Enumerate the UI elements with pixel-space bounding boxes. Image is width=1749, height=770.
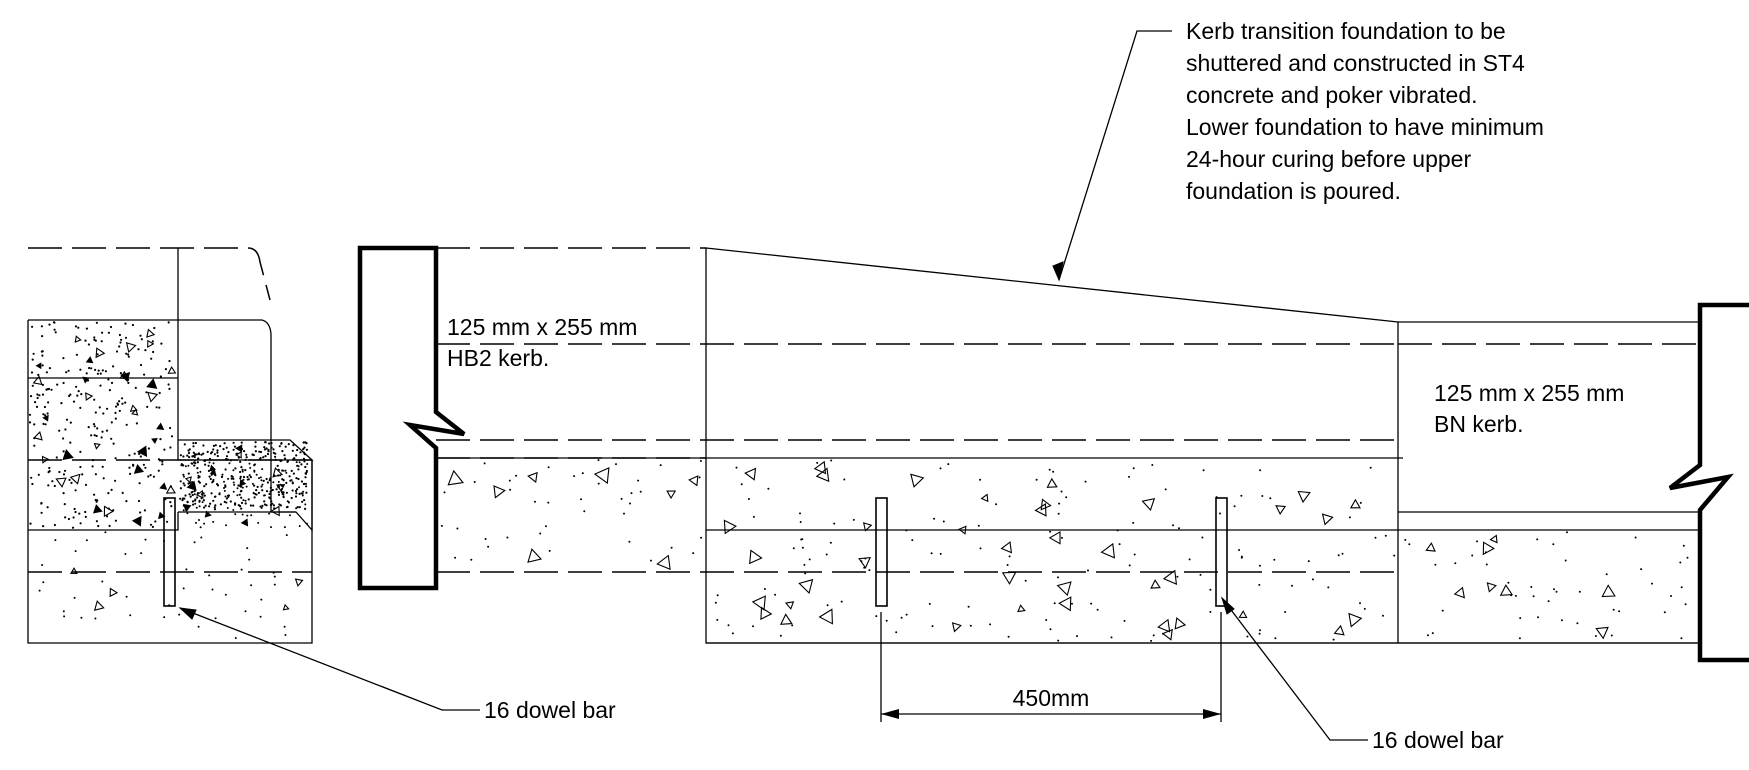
dowel-spacing-label: 450mm: [1013, 685, 1090, 711]
hb2-kerb-end: [357, 245, 466, 591]
dowel-spacing-dimension: [880, 612, 1222, 722]
section-aggregate: [32, 328, 304, 611]
section-dowel-bar: [163, 497, 176, 607]
hb2-kerb-label: 125 mm x 255 mm HB2 kerb.: [447, 314, 644, 371]
bn-kerb-label: 125 mm x 255 mm BN kerb.: [1434, 380, 1631, 437]
elevation-concrete-stipple: [440, 459, 1689, 642]
section-concrete-stipple: [28, 321, 309, 639]
transition-foundation-outline: [705, 247, 1399, 644]
elevation-dowel-bar-1: [875, 497, 888, 607]
elevation-aggregate: [447, 460, 1616, 641]
dowel-label-left: 16 dowel bar: [484, 697, 616, 723]
section-view: [27, 247, 314, 644]
dowel-label-right: 16 dowel bar: [1372, 727, 1504, 753]
elevation-dowel-bar-2: [1215, 497, 1228, 607]
leaders: [178, 30, 1368, 741]
section-kerb-profile: [178, 319, 296, 513]
bn-kerb-end: [1668, 302, 1749, 663]
transition-note: Kerb transition foundation to be shutter…: [1186, 18, 1550, 204]
section-kerb-dashed-outline: [28, 247, 271, 301]
elevation-view: [357, 245, 1749, 663]
